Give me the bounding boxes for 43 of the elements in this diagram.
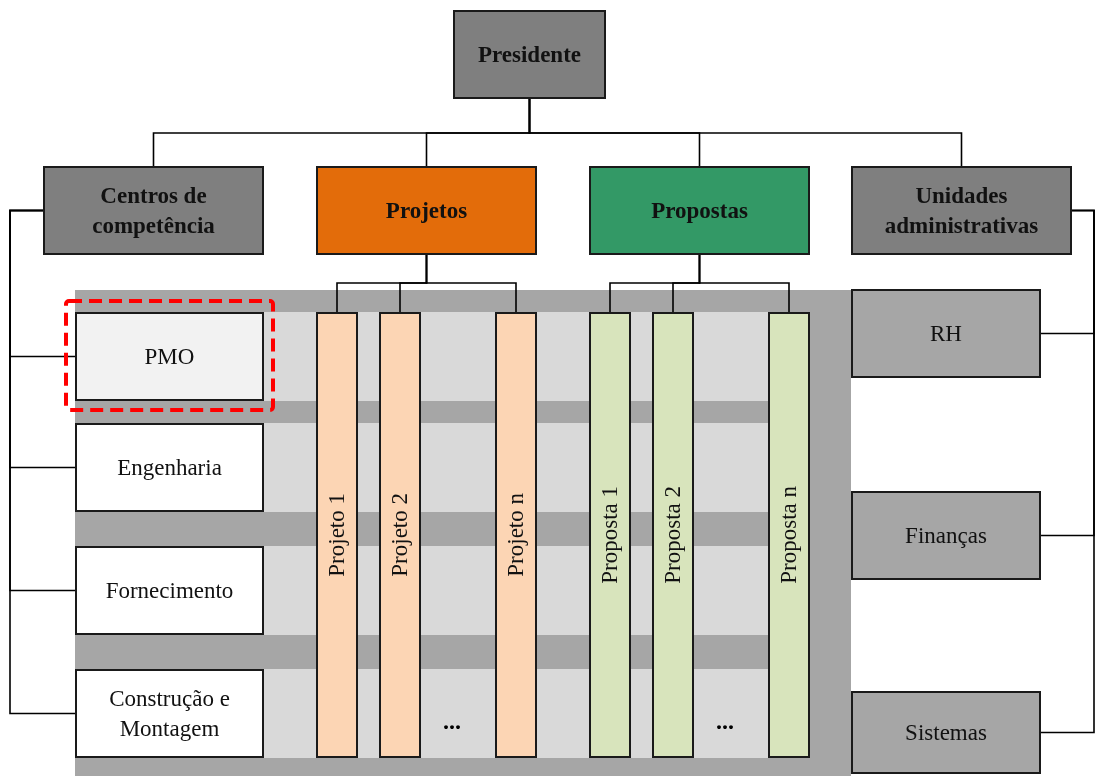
- unit-name: Sistemas: [905, 718, 987, 747]
- column-bar: [589, 312, 631, 758]
- unit-box: [851, 491, 1041, 580]
- unit-box: [43, 166, 264, 255]
- ellipsis-text: ...: [716, 708, 734, 735]
- unit-box: [453, 10, 606, 99]
- connector-line: [1040, 209, 1095, 734]
- connector-line: [698, 254, 790, 313]
- connector-line: [425, 254, 517, 313]
- unit-name: Presidente: [477, 40, 582, 69]
- column-bar: [495, 312, 537, 758]
- connector-line: [9, 209, 76, 715]
- unit-name: Propostas: [651, 196, 748, 225]
- unit-name: Unidades administrativas: [883, 181, 1040, 240]
- connector-line: [528, 98, 963, 167]
- unit-box: [589, 166, 810, 255]
- unit-box: [851, 166, 1072, 255]
- unit-name: Proposta n: [775, 486, 803, 584]
- column-bar: [768, 312, 810, 758]
- ellipsis-text: ...: [443, 708, 461, 735]
- unit-box: [75, 669, 264, 758]
- unit-box: [75, 423, 264, 512]
- unit-name: Proposta 2: [659, 486, 687, 584]
- column-bar: [652, 312, 694, 758]
- unit-name: Finanças: [905, 521, 987, 550]
- unit-name: Projeto n: [502, 493, 530, 577]
- unit-name: Proposta 1: [596, 486, 624, 584]
- unit-name: Construção e Montagem: [108, 684, 231, 743]
- column-bar: [316, 312, 358, 758]
- unit-name: Engenharia: [117, 453, 222, 482]
- unit-name: RH: [930, 319, 962, 348]
- unit-box: [75, 312, 264, 401]
- unit-box: [851, 691, 1041, 774]
- unit-box: [75, 546, 264, 635]
- unit-name: Projeto 1: [323, 493, 351, 577]
- unit-name: PMO: [144, 342, 195, 371]
- unit-box: [316, 166, 537, 255]
- unit-name: Projeto 2: [386, 493, 414, 577]
- column-bar: [379, 312, 421, 758]
- unit-name: Centros de competência: [91, 181, 216, 240]
- unit-name: Fornecimento: [105, 576, 234, 605]
- unit-name: Projetos: [385, 196, 468, 225]
- unit-box: [851, 289, 1041, 378]
